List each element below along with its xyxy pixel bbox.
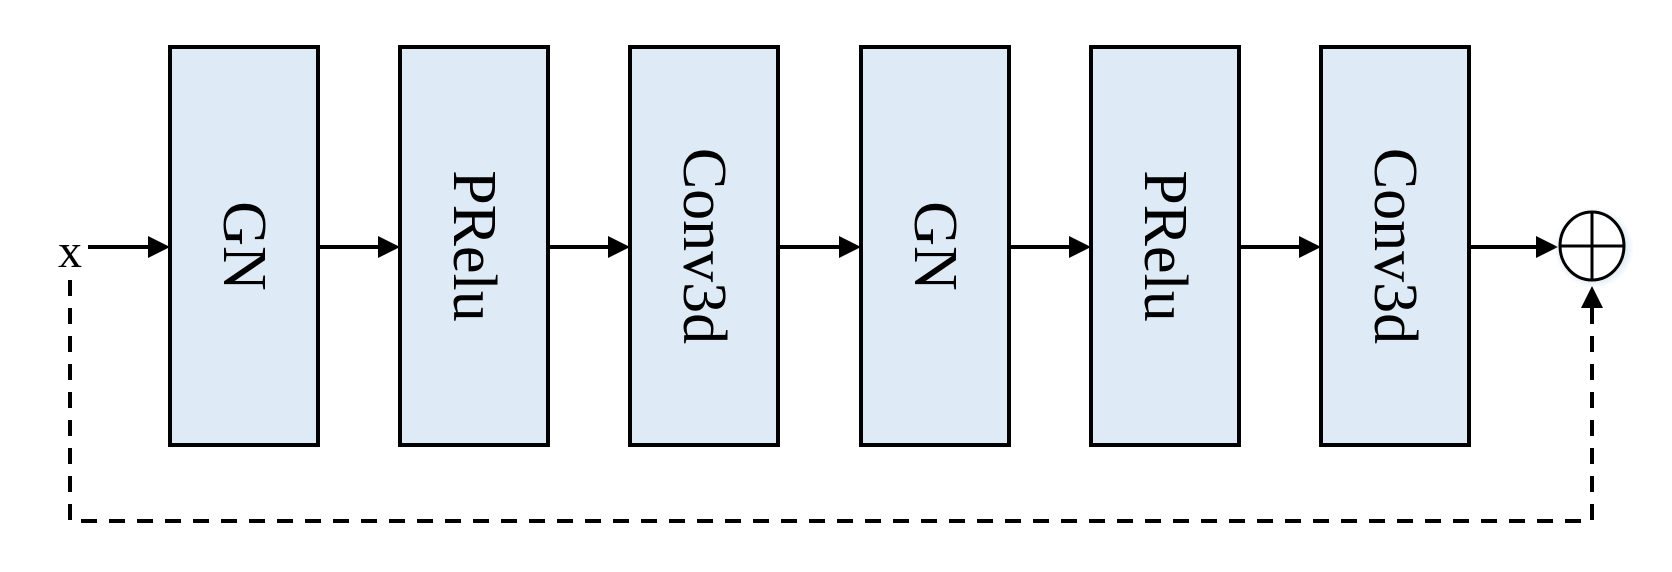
connector-arrowhead (839, 236, 861, 258)
block-label: GN (210, 201, 278, 291)
input-arrowhead (148, 236, 170, 258)
sum-node-icon (1554, 208, 1634, 288)
block-label: PRelu (1131, 170, 1199, 322)
block-conv3d-1: Conv3d (628, 45, 780, 447)
output-arrowhead (1536, 236, 1558, 258)
skip-connection (68, 280, 1594, 523)
input-label: x (58, 225, 82, 278)
skip-arrowhead (1581, 286, 1603, 308)
block-label: Conv3d (1361, 148, 1429, 344)
connector-arrowhead (1069, 236, 1091, 258)
block-gn-2: GN (859, 45, 1011, 447)
connector-arrowhead (1299, 236, 1321, 258)
block-prelu-2: PRelu (1089, 45, 1241, 447)
block-label: GN (901, 201, 969, 291)
connector-arrowhead (378, 236, 400, 258)
block-label: PRelu (440, 170, 508, 322)
block-label: Conv3d (670, 148, 738, 344)
connector-arrowhead (608, 236, 630, 258)
block-gn-1: GN (168, 45, 320, 447)
block-prelu-1: PRelu (398, 45, 550, 447)
block-conv3d-2: Conv3d (1319, 45, 1471, 447)
